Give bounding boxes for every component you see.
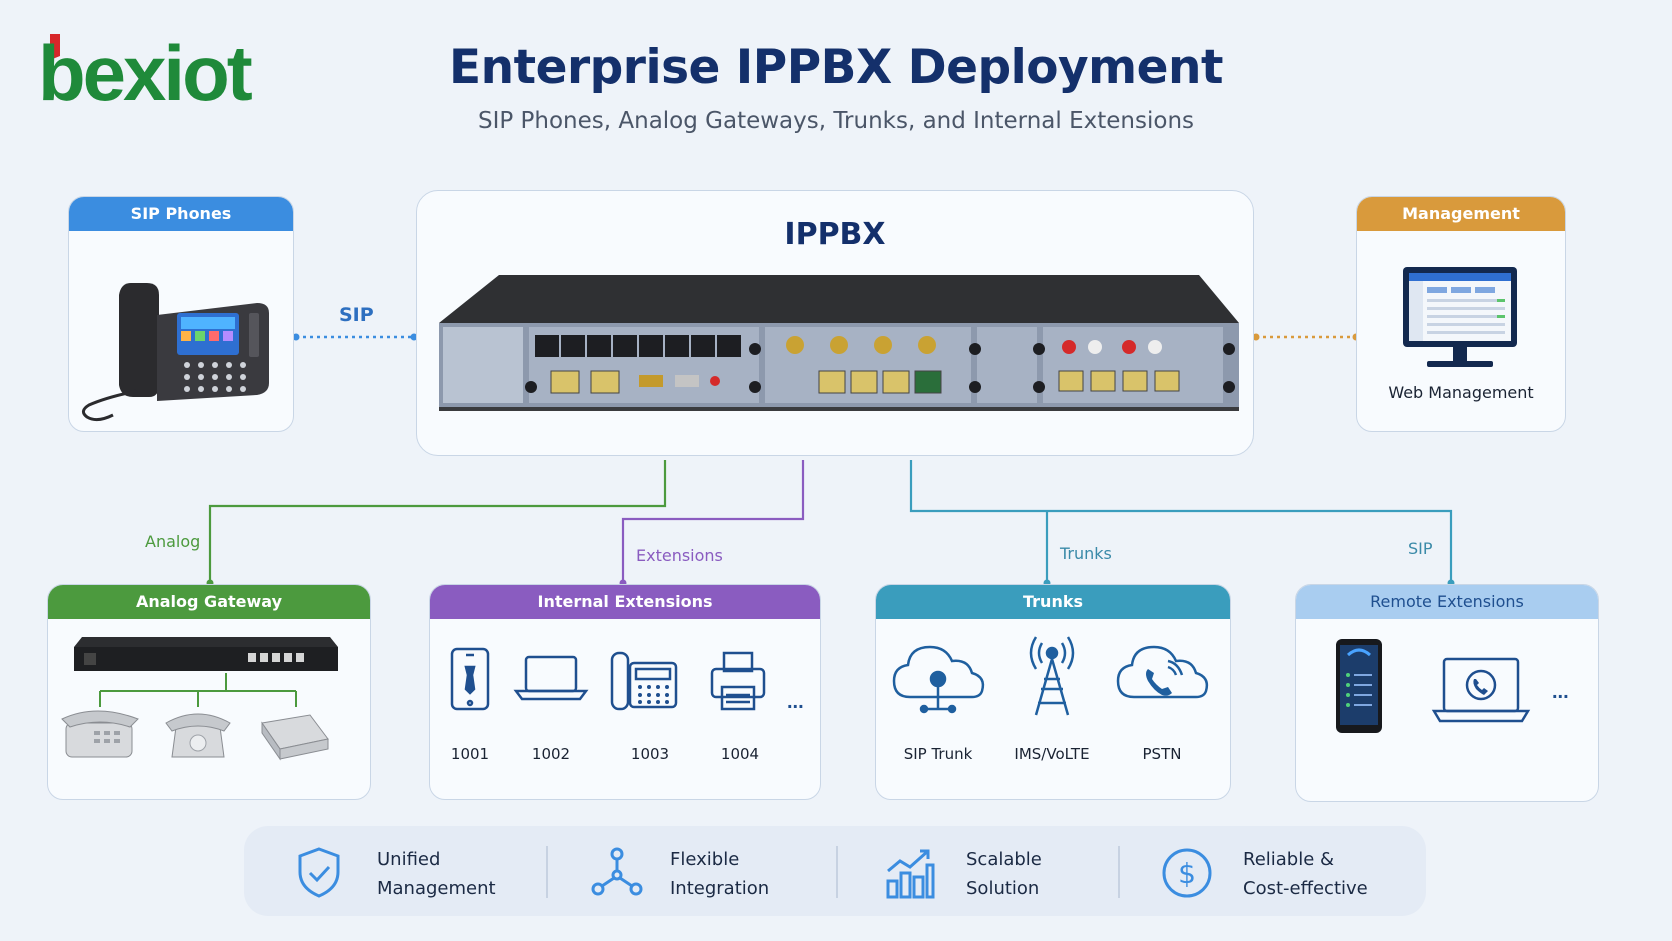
growth-chart-icon	[886, 849, 935, 899]
sip-link-label: SIP	[339, 304, 374, 326]
trunk-label-ims-volte: IMS/VoLTE	[1014, 745, 1090, 763]
feature-divider	[836, 846, 838, 898]
ip-phone-icon	[82, 283, 269, 422]
svg-text:bexiot: bexiot	[38, 30, 253, 110]
bexiot-logo: bexiot	[38, 30, 256, 110]
page-title: Enterprise IPPBX Deployment	[449, 40, 1223, 95]
feature-4-line1: Reliable &	[1243, 849, 1335, 870]
sip-remote-link-label: SIP	[1408, 539, 1433, 558]
analog-link-label: Analog	[145, 532, 201, 551]
feature-3-line1: Scalable	[966, 849, 1042, 870]
analog-gateway-card: Analog Gateway	[47, 584, 371, 800]
sip-phones-header: SIP Phones	[69, 197, 293, 231]
analog-phone-icon	[61, 710, 139, 758]
trunk-label-pstn: PSTN	[1142, 745, 1182, 763]
remote-device-icons	[1336, 639, 1531, 733]
shield-check-icon	[298, 847, 340, 898]
ippbx-card: IPPBX	[416, 190, 1254, 456]
svg-text:$: $	[1178, 857, 1196, 890]
management-card: Management Web Management	[1356, 196, 1566, 432]
printer-fax-icon	[710, 651, 766, 711]
extension-label-1004: 1004	[720, 745, 760, 763]
extension-device-icons	[450, 647, 766, 711]
trunk-icons	[892, 636, 1209, 716]
feature-reliable-cost-effective: Reliable & Cost-effective	[1243, 845, 1368, 903]
feature-divider	[546, 846, 548, 898]
feature-unified-management: Unified Management	[377, 845, 496, 903]
management-header: Management	[1357, 197, 1565, 231]
trunk-label-sip-trunk: SIP Trunk	[903, 745, 973, 763]
trunks-header: Trunks	[876, 585, 1230, 619]
ippbx-title: IPPBX	[784, 217, 886, 252]
sip-phones-card: SIP Phones	[68, 196, 294, 432]
fax-device-icon	[261, 714, 329, 761]
trunks-card: Trunks SIP Trunk IMS/VoLTE PSTN	[875, 584, 1231, 800]
extensions-more: ...	[787, 691, 804, 713]
extension-label-1003: 1003	[630, 745, 670, 763]
mobile-phone-icon	[450, 647, 490, 711]
analog-gateway-header: Analog Gateway	[48, 585, 370, 619]
web-management-monitor-icon	[1403, 267, 1517, 367]
desk-phone-icon	[165, 713, 231, 758]
feature-flexible-integration: Flexible Integration	[670, 845, 769, 903]
feature-2-line1: Flexible	[670, 849, 740, 870]
feature-1-line1: Unified	[377, 849, 441, 870]
feature-1-line2: Management	[377, 878, 496, 899]
extensions-link-label: Extensions	[636, 546, 723, 565]
feature-divider	[1118, 846, 1120, 898]
feature-3-line2: Solution	[966, 878, 1040, 899]
internal-extensions-card: Internal Extensions 1001 1002 1003 1004 …	[429, 584, 821, 800]
web-management-label: Web Management	[1388, 383, 1534, 402]
feature-scalable-solution: Scalable Solution	[966, 845, 1042, 903]
feature-2-line2: Integration	[670, 878, 770, 899]
gateway-box-icon	[74, 637, 338, 671]
remote-extensions-more: ...	[1552, 681, 1569, 703]
remote-extensions-header: Remote Extensions	[1296, 585, 1598, 619]
trunks-link-label: Trunks	[1060, 544, 1112, 563]
ims-volte-tower-icon	[1029, 636, 1075, 716]
feature-4-line2: Cost-effective	[1243, 878, 1368, 899]
network-nodes-icon	[591, 847, 643, 896]
ippbx-chassis-image	[439, 275, 1239, 411]
extension-label-1001: 1001	[450, 745, 490, 763]
analog-gateway-devices	[61, 637, 338, 761]
laptop-icon	[513, 655, 589, 701]
sip-trunk-cloud-icon	[892, 645, 985, 714]
laptop-softphone-icon	[1431, 657, 1531, 723]
internal-extensions-header: Internal Extensions	[430, 585, 820, 619]
dollar-circle-icon: $	[1162, 848, 1212, 898]
desk-ip-phone-icon	[610, 651, 678, 711]
page-subtitle: SIP Phones, Analog Gateways, Trunks, and…	[477, 108, 1195, 134]
pstn-cloud-phone-icon	[1116, 645, 1209, 699]
features-bar	[244, 826, 1426, 916]
smartphone-icon	[1336, 639, 1382, 733]
remote-extensions-card: Remote Extensions ...	[1295, 584, 1599, 802]
extension-label-1002: 1002	[531, 745, 571, 763]
